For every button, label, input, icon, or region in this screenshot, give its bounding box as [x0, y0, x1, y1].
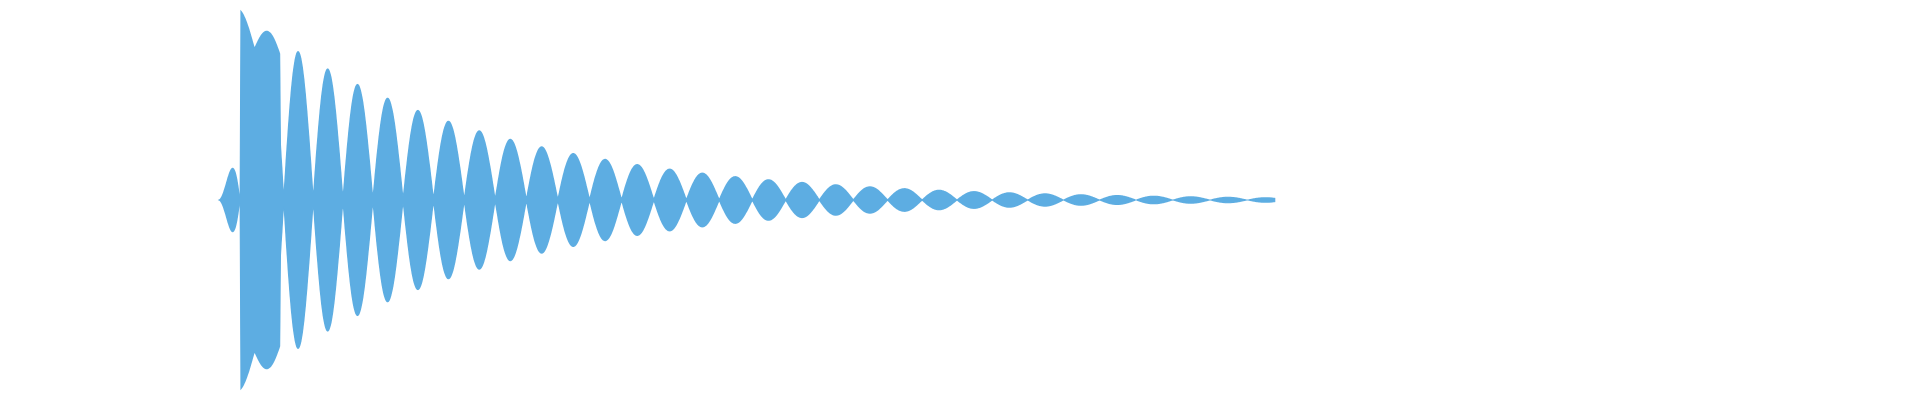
- waveform-path: [217, 9, 1276, 391]
